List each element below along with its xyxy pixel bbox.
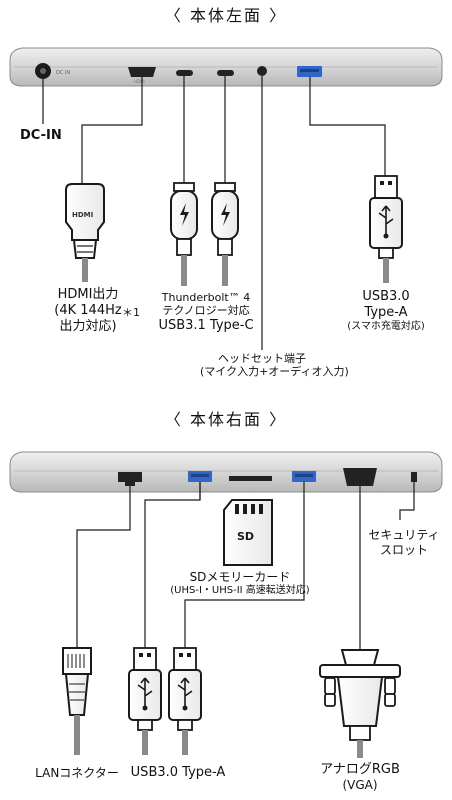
security-label-line2: スロット	[379, 542, 428, 557]
thunderbolt-port-2	[217, 70, 234, 76]
right-chassis	[9, 451, 443, 493]
security-label: セキュリティ スロット	[364, 528, 444, 557]
hdmi-label-line3: 出力対応)	[59, 318, 117, 334]
left-leader-lines	[42, 76, 386, 350]
hdmi-label-line1: HDMI出力	[57, 287, 119, 302]
sd-label: SDメモリーカード (UHS-I・UHS-II 高速転送対応)	[150, 570, 330, 597]
hdmi-port: HDMI	[128, 67, 156, 84]
thunderbolt-label-line2: テクノロジー対応	[162, 304, 250, 318]
left-chassis	[9, 47, 443, 87]
hdmi-plug-icon: HDMI	[65, 183, 105, 282]
usb-left-label-line3: (スマホ充電対応)	[347, 320, 425, 332]
security-slot	[411, 472, 417, 482]
thunderbolt-plug-icon-2	[211, 182, 239, 286]
usb-port-right-1	[188, 471, 212, 482]
hdmi-label: HDMI出力 (4K 144Hz 出力対応)	[36, 287, 140, 335]
thunderbolt-plug-icon	[170, 182, 198, 286]
left-section-title: 〈 本体左面 〉	[164, 6, 288, 25]
svg-text:HDMI: HDMI	[72, 211, 93, 219]
usb-port-right-2	[292, 471, 316, 482]
thunderbolt-port-1	[176, 70, 193, 76]
vga-port	[343, 468, 377, 486]
sd-label-line2: (UHS-I・UHS-II 高速転送対応)	[170, 584, 310, 596]
svg-text:HDMI: HDMI	[134, 79, 145, 84]
usb-a-plug-icon-right-2	[168, 647, 202, 755]
dc-in-label: DC-IN	[20, 128, 62, 143]
dc-in-port: DC IN	[35, 63, 70, 79]
thunderbolt-label-line3: USB3.1 Type-C	[158, 317, 254, 333]
headset-label-line2: (マイク入力+オーディオ入力)	[200, 365, 349, 379]
hdmi-footnote: ＊1	[122, 306, 140, 319]
lan-label: LANコネクター	[35, 766, 119, 780]
svg-text:DC IN: DC IN	[56, 70, 70, 76]
hdmi-label-line2: (4K 144Hz	[54, 302, 122, 318]
thunderbolt-label-line1: Thunderbolt™ 4	[161, 291, 251, 304]
usb-left-label: USB3.0 Type-A (スマホ充電対応)	[332, 289, 440, 333]
usb-right-label: USB3.0 Type-A	[130, 765, 226, 780]
vga-plug-icon	[319, 649, 401, 758]
vga-label-line2: (VGA)	[342, 777, 378, 792]
headset-label: ヘッドセット端子 (マイク入力+オーディオ入力)	[200, 352, 349, 379]
right-leader-lines	[76, 482, 415, 650]
sd-slot	[229, 476, 272, 481]
usb-a-plug-icon	[369, 175, 403, 283]
headset-label-line1: ヘッドセット端子	[218, 352, 306, 365]
right-section-title: 〈 本体右面 〉	[164, 410, 288, 429]
usb-left-label-line2: Type-A	[364, 304, 408, 320]
sd-card-icon: SD	[223, 499, 273, 566]
headset-port	[257, 66, 267, 76]
usb-a-plug-icon-right-1	[128, 647, 162, 755]
svg-text:SD: SD	[237, 530, 254, 543]
vga-label-line1: アナログRGB	[320, 762, 400, 777]
sd-label-line1: SDメモリーカード	[189, 570, 291, 584]
usb-left-label-line1: USB3.0	[362, 289, 410, 304]
security-label-line1: セキュリティ	[368, 528, 440, 542]
usb-port-left	[297, 66, 322, 77]
lan-port	[118, 472, 142, 486]
vga-label: アナログRGB (VGA)	[312, 762, 408, 792]
thunderbolt-label: Thunderbolt™ 4 テクノロジー対応 USB3.1 Type-C	[142, 291, 270, 334]
rj45-plug-icon	[62, 647, 92, 755]
